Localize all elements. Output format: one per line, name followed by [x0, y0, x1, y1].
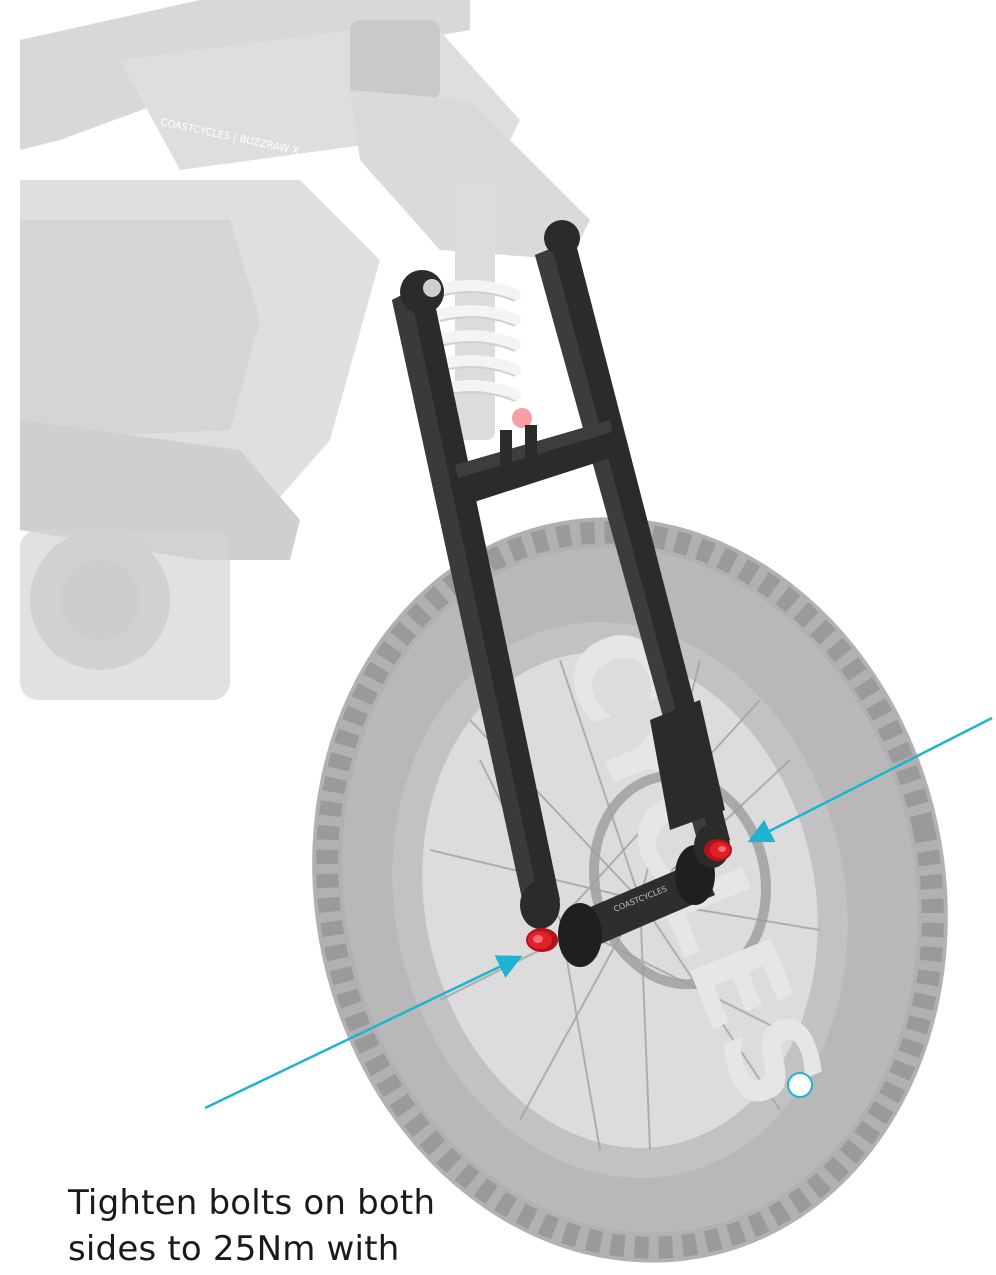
front-wheel: CYCLES [312, 517, 948, 1263]
ghost-bike-frame: COASTCYCLES | BUZZRAW X [20, 0, 590, 700]
front-hub: COASTCYCLES [558, 845, 715, 967]
preload-knob [512, 408, 532, 428]
instruction-text: Tighten bolts on both sides to 25Nm with [68, 1180, 588, 1272]
tire-badge-icon [787, 1072, 813, 1098]
right-bolt-arrow-icon [747, 716, 993, 843]
right-axle-bolt [704, 839, 732, 861]
instruction-line-1: Tighten bolts on both [68, 1183, 436, 1223]
front-fork [392, 220, 730, 929]
instruction-line-2: sides to 25Nm with [68, 1229, 400, 1269]
left-bolt-arrow-icon [204, 955, 523, 1110]
left-axle-bolt [526, 928, 558, 952]
